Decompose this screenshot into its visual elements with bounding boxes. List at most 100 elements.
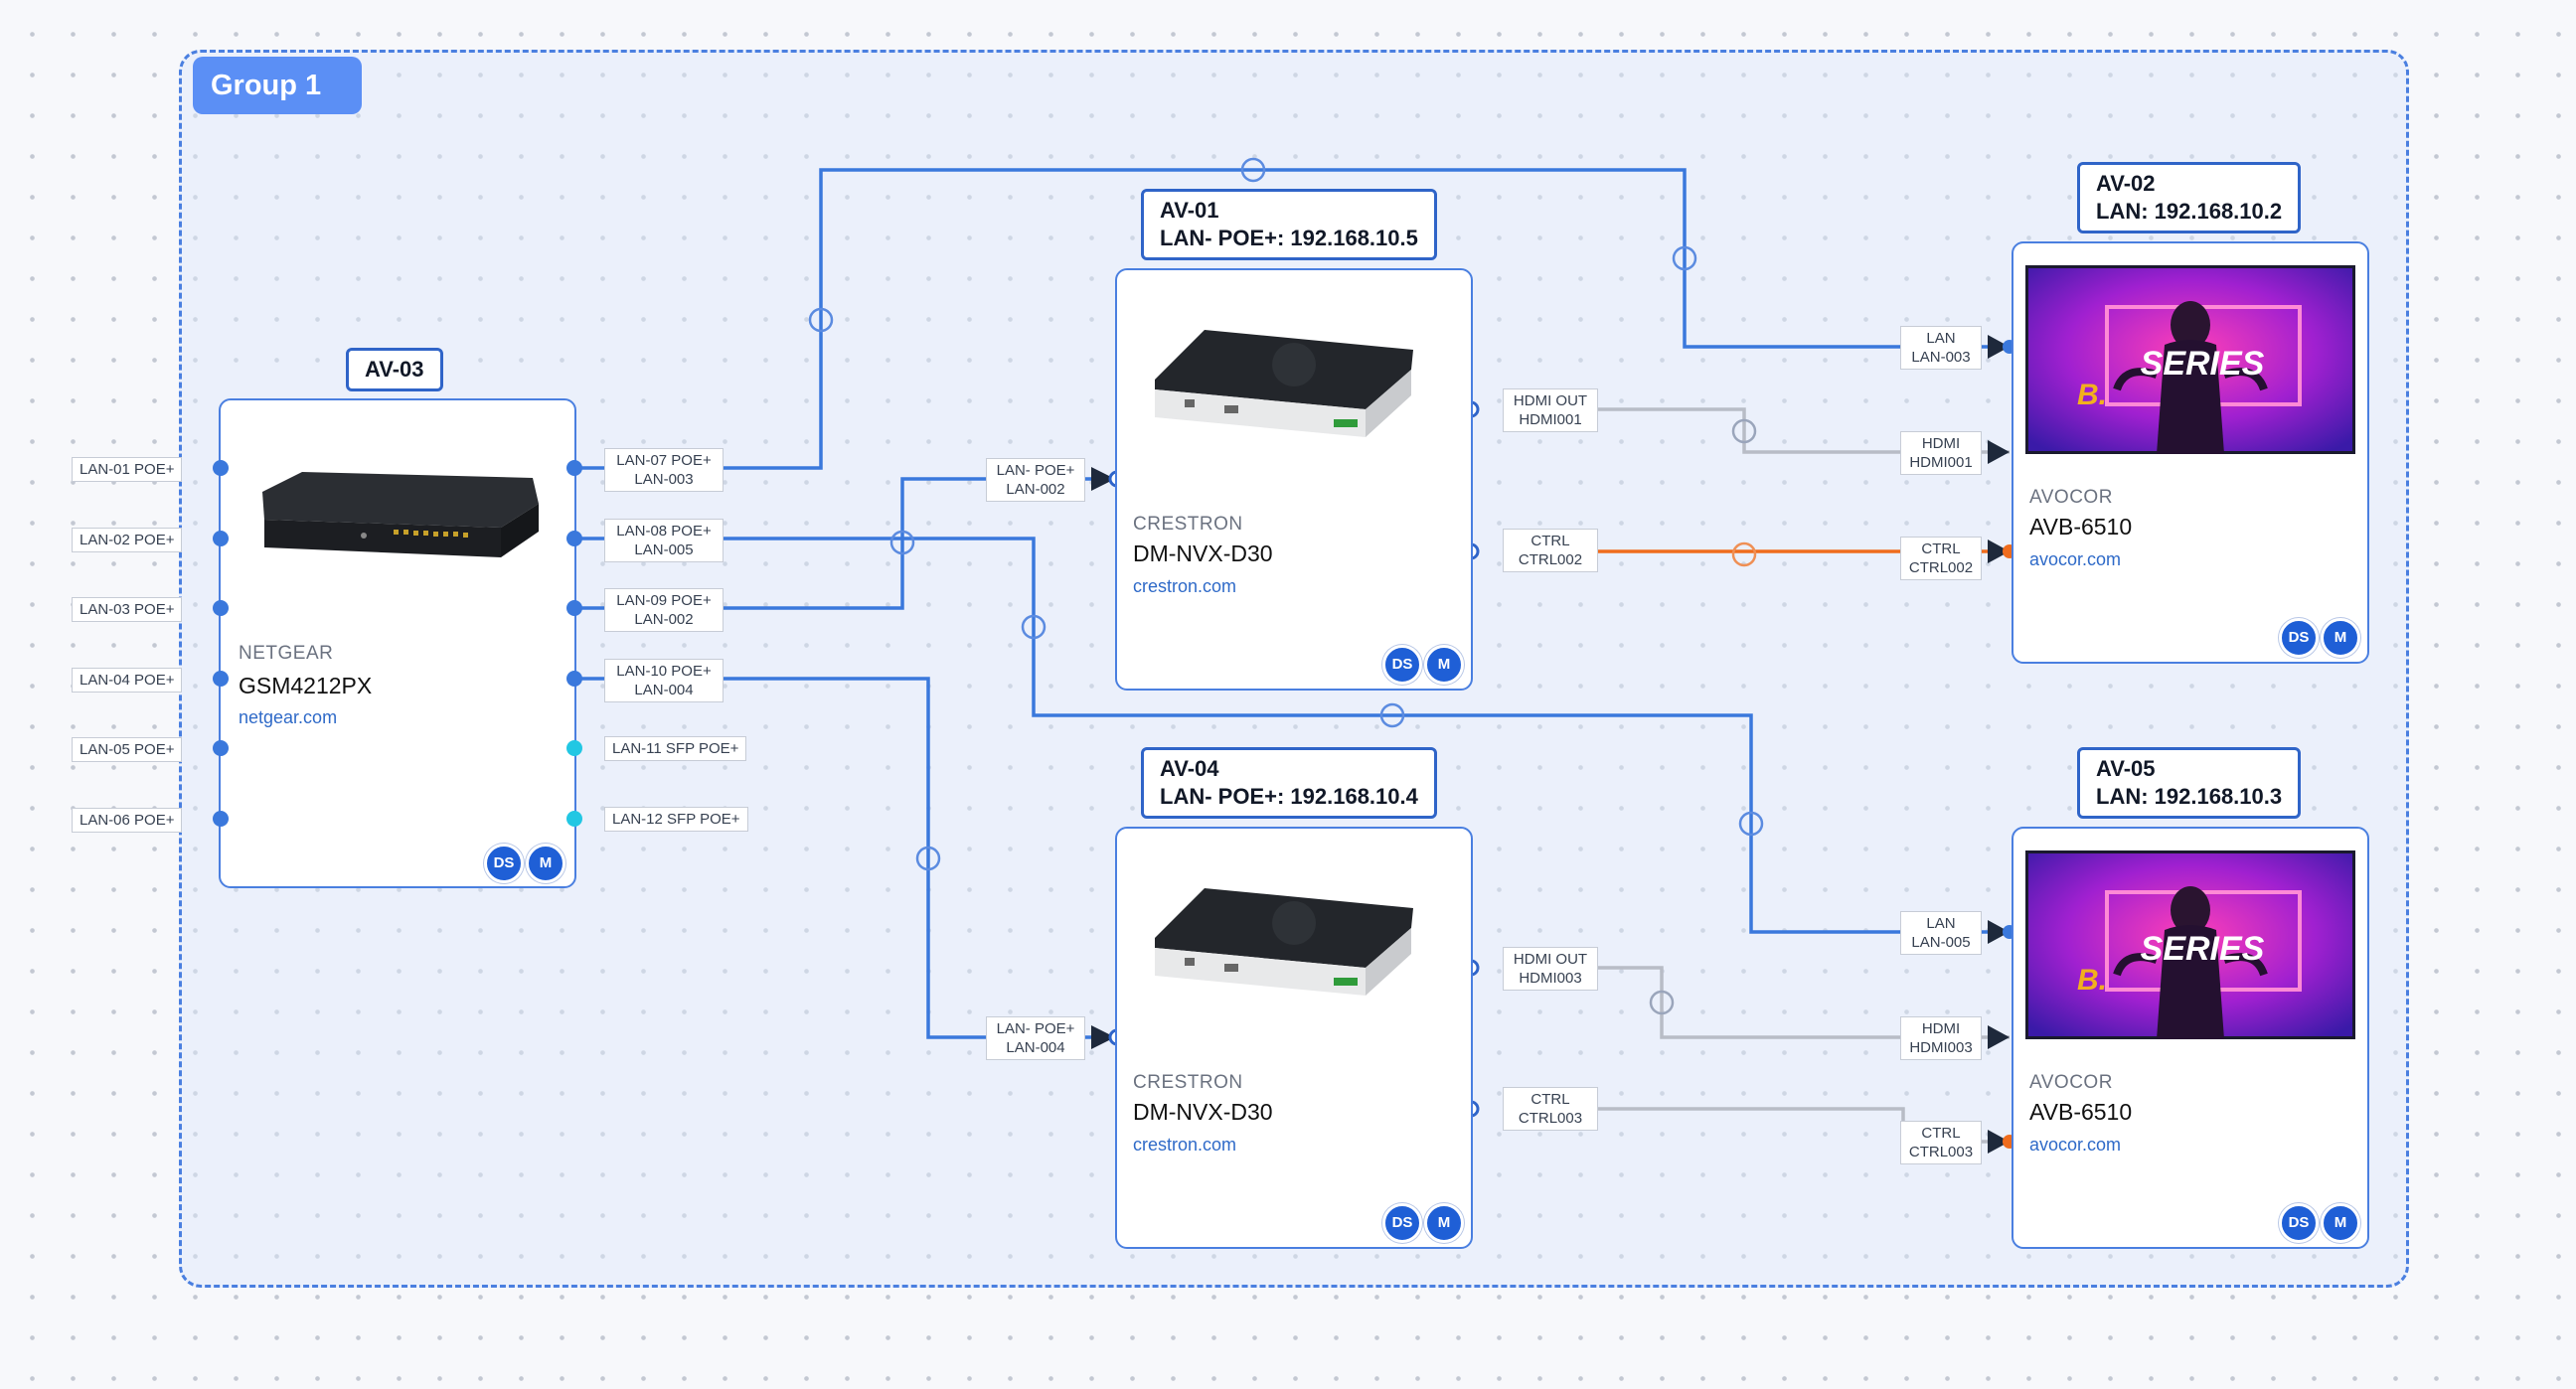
- port-av04-lan-in[interactable]: LAN- POE+ LAN-004: [986, 1016, 1085, 1060]
- display-image: SERIES B.: [2025, 850, 2355, 1039]
- av01-ip: LAN- POE+: 192.168.10.5: [1160, 226, 1418, 250]
- ds-badge[interactable]: DS: [2279, 1203, 2319, 1243]
- port-lan-12[interactable]: LAN-12 SFP POE+: [604, 807, 748, 832]
- wire-hdmi003: [1598, 966, 2010, 1039]
- port-label: LAN- POE+: [996, 1020, 1075, 1037]
- port-label: HDMI OUT: [1513, 951, 1588, 968]
- wire-lan-003: [574, 168, 2010, 470]
- port-lan-08[interactable]: LAN-08 POE+LAN-005: [604, 519, 724, 562]
- screen-brand-mark: B.: [2077, 379, 2107, 411]
- m-badge[interactable]: M: [2321, 618, 2360, 658]
- m-badge[interactable]: M: [526, 844, 565, 883]
- port-av02-lan[interactable]: LAN LAN-003: [1900, 326, 1982, 370]
- av05-card[interactable]: SERIES B. AVOCOR AVB-6510 avocor.com DS …: [2012, 827, 2369, 1249]
- port-av05-lan[interactable]: LAN LAN-005: [1900, 911, 1982, 955]
- av05-model: AVB-6510: [2029, 1099, 2133, 1125]
- av05-tag-label: AV-05: [2096, 756, 2156, 781]
- port-label: LAN-10 POE+: [616, 663, 712, 680]
- port-lan-11[interactable]: LAN-11 SFP POE+: [604, 736, 747, 761]
- m-badge[interactable]: M: [1424, 645, 1464, 685]
- port-av01-ctrl[interactable]: CTRL CTRL002: [1503, 529, 1598, 572]
- display-image: SERIES B.: [2025, 265, 2355, 454]
- port-lan-07[interactable]: LAN-07 POE+LAN-003: [604, 448, 724, 492]
- port-av02-hdmi[interactable]: HDMI HDMI001: [1900, 431, 1982, 475]
- port-sublabel: LAN-005: [1911, 934, 1971, 951]
- screen-brand-mark: B.: [2077, 964, 2107, 997]
- av03-tag[interactable]: AV-03: [346, 348, 443, 391]
- ds-badge[interactable]: DS: [1382, 645, 1422, 685]
- m-badge[interactable]: M: [1424, 1203, 1464, 1243]
- av02-link[interactable]: avocor.com: [2029, 549, 2122, 569]
- av01-card[interactable]: CRESTRON DM-NVX-D30 crestron.com DS M: [1115, 268, 1473, 691]
- av02-ip: LAN: 192.168.10.2: [2096, 199, 2283, 224]
- receiver-image: [1155, 330, 1413, 437]
- port-sublabel: CTRL002: [1518, 551, 1583, 568]
- av03-brand: NETGEAR: [239, 643, 334, 664]
- port-lan-10[interactable]: LAN-10 POE+ LAN-004: [604, 659, 724, 702]
- port-lan-05[interactable]: LAN-05 POE+: [72, 737, 183, 762]
- port-sublabel: HDMI001: [1909, 454, 1973, 471]
- av04-card[interactable]: CRESTRON DM-NVX-D30 crestron.com DS M: [1115, 827, 1473, 1249]
- ds-badge[interactable]: DS: [1382, 1203, 1422, 1243]
- ds-badge[interactable]: DS: [2279, 618, 2319, 658]
- group-title[interactable]: Group 1: [193, 57, 362, 114]
- screen-series-text: SERIES: [2141, 345, 2265, 383]
- port-sublabel: LAN-004: [1006, 1039, 1065, 1056]
- av05-brand: AVOCOR: [2029, 1072, 2113, 1093]
- av04-brand: CRESTRON: [1133, 1072, 1243, 1093]
- port-lan-01[interactable]: LAN-01 POE+: [72, 457, 183, 482]
- port-sublabel: LAN-005: [634, 541, 694, 558]
- av01-brand: CRESTRON: [1133, 514, 1243, 535]
- port-label: CTRL: [1530, 533, 1570, 549]
- av03-link[interactable]: netgear.com: [239, 707, 338, 727]
- port-av04-hdmi-out[interactable]: HDMI OUT HDMI003: [1503, 947, 1598, 991]
- port-label: LAN: [1926, 330, 1956, 347]
- port-lan-09[interactable]: LAN-09 POE+LAN-002: [604, 588, 724, 632]
- port-av01-lan-in[interactable]: LAN- POE+ LAN-002: [986, 458, 1085, 502]
- av04-ip: LAN- POE+: 192.168.10.4: [1160, 784, 1418, 809]
- av02-model: AVB-6510: [2029, 514, 2133, 540]
- av05-ip: LAN: 192.168.10.3: [2096, 784, 2283, 809]
- port-label: HDMI: [1921, 435, 1961, 452]
- port-sublabel: LAN-002: [1006, 481, 1065, 498]
- av01-link[interactable]: crestron.com: [1133, 576, 1237, 596]
- av05-link[interactable]: avocor.com: [2029, 1135, 2122, 1155]
- av02-tag-label: AV-02: [2096, 171, 2156, 196]
- port-label: HDMI: [1921, 1020, 1961, 1037]
- port-sublabel: HDMI003: [1519, 970, 1582, 987]
- port-label: CTRL: [1921, 540, 1961, 557]
- port-sublabel: CTRL003: [1518, 1110, 1583, 1127]
- port-sublabel: LAN-004: [634, 682, 694, 698]
- port-label: LAN- POE+: [996, 462, 1075, 479]
- wire-hdmi001: [1598, 407, 2010, 454]
- port-lan-06[interactable]: LAN-06 POE+: [72, 808, 183, 833]
- m-badge[interactable]: M: [2321, 1203, 2360, 1243]
- av03-card[interactable]: NETGEAR GSM4212PX netgear.com DS M: [219, 398, 576, 888]
- port-lan-02[interactable]: LAN-02 POE+: [72, 528, 183, 552]
- av01-model: DM-NVX-D30: [1133, 540, 1273, 566]
- port-sublabel: HDMI001: [1519, 411, 1582, 428]
- port-lan-03[interactable]: LAN-03 POE+: [72, 597, 183, 622]
- av01-tag-label: AV-01: [1160, 198, 1219, 223]
- av02-card[interactable]: SERIES B. AVOCOR AVB-6510 avocor.com DS …: [2012, 241, 2369, 664]
- port-lan-04[interactable]: LAN-04 POE+: [72, 668, 183, 693]
- av04-link[interactable]: crestron.com: [1133, 1135, 1237, 1155]
- ds-badge[interactable]: DS: [484, 844, 524, 883]
- wire-lan-005: [574, 537, 2010, 934]
- av03-model: GSM4212PX: [239, 673, 373, 698]
- port-label: LAN-07 POE+: [616, 452, 712, 469]
- port-sublabel: LAN-003: [1911, 349, 1971, 366]
- port-label: LAN: [1926, 915, 1956, 932]
- wire-lan-004: [574, 677, 1117, 1039]
- wire-handles: [808, 157, 1764, 871]
